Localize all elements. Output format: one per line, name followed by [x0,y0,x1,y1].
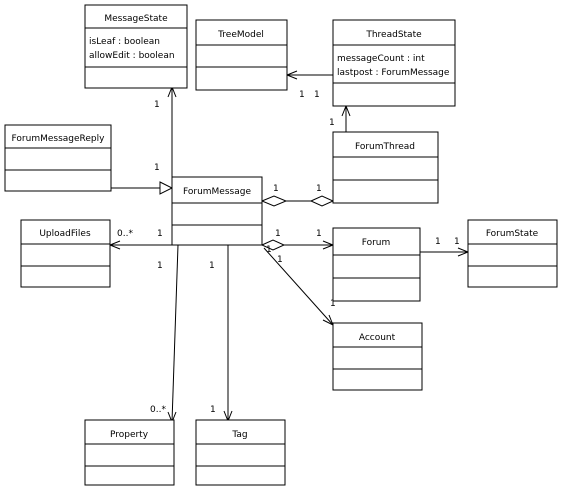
edge-forumthread-threadstate [341,104,351,132]
class-name: ForumState [486,229,539,239]
edge-reply-generalization [111,181,174,195]
edge-forum-forumstate [420,247,470,257]
multiplicity-label: 1 [157,261,163,271]
multiplicity-label: 1 [277,255,283,265]
multiplicity-label: 1 [314,90,320,100]
multiplicity-label: 0..* [150,405,166,415]
class-property[interactable]: Property [84,419,175,486]
multiplicity-label: 0..* [117,229,133,239]
class-name: TreeModel [217,30,264,40]
multiplicity-label: 1 [273,184,279,194]
multiplicity-label: 1 [330,299,336,309]
class-tag[interactable]: Tag [195,419,286,486]
multiplicity-label: 1 [209,261,215,271]
class-attribute: messageCount : int [337,54,425,64]
edge-forummessage-property [167,244,179,424]
multiplicity-label: 1 [316,184,322,194]
multiplicity-label: 1 [316,229,322,239]
class-name: Tag [231,430,247,440]
class-forum-state[interactable]: ForumState [467,219,558,288]
multiplicity-label: 1 [299,90,305,100]
class-attribute: lastpost : ForumMessage [337,68,450,78]
class-forum[interactable]: Forum [332,227,421,302]
class-name: ForumMessage [183,187,251,197]
class-attribute: isLeaf : boolean [89,37,160,47]
multiplicity-label: 1 [435,237,441,247]
edge-forummessage-forum [260,239,335,251]
class-forum-message[interactable]: ForumMessage [171,176,263,246]
multiplicity-label: 1 [329,118,335,128]
edge-forummessage-messagestate [167,85,177,182]
class-name: ThreadState [365,30,422,40]
class-attribute: allowEdit : boolean [89,51,175,61]
edge-forummessage-account [263,247,334,327]
class-name: ForumThread [355,142,415,152]
multiplicity-label: 1 [154,100,160,110]
class-forum-message-reply[interactable]: ForumMessageReply [4,124,112,192]
class-thread-state[interactable]: ThreadState messageCount : int lastpost … [332,19,456,107]
multiplicity-label: 1 [154,163,160,173]
multiplicity-label: 1 [275,229,281,239]
multiplicity-label: 1 [266,245,272,255]
class-message-state[interactable]: MessageState isLeaf : boolean allowEdit … [84,4,188,89]
class-forum-thread[interactable]: ForumThread [332,131,439,204]
class-name: ForumMessageReply [12,134,106,144]
multiplicity-label: 1 [157,229,163,239]
class-account[interactable]: Account [332,322,423,391]
multiplicity-label: 1 [454,237,460,247]
class-name: Forum [362,238,391,248]
class-name: MessageState [104,14,168,24]
edge-forummessage-uploadfiles [108,240,172,250]
class-name: Property [110,430,149,440]
edge-forummessage-forumthread [260,195,335,207]
class-name: Account [359,333,396,343]
edge-forummessage-tag [223,245,233,423]
class-tree-model[interactable]: TreeModel [195,19,288,91]
class-name: UploadFiles [39,229,91,239]
multiplicity-label: 1 [210,405,216,415]
class-upload-files[interactable]: UploadFiles [20,219,111,288]
edge-threadstate-treemodel [285,70,333,80]
